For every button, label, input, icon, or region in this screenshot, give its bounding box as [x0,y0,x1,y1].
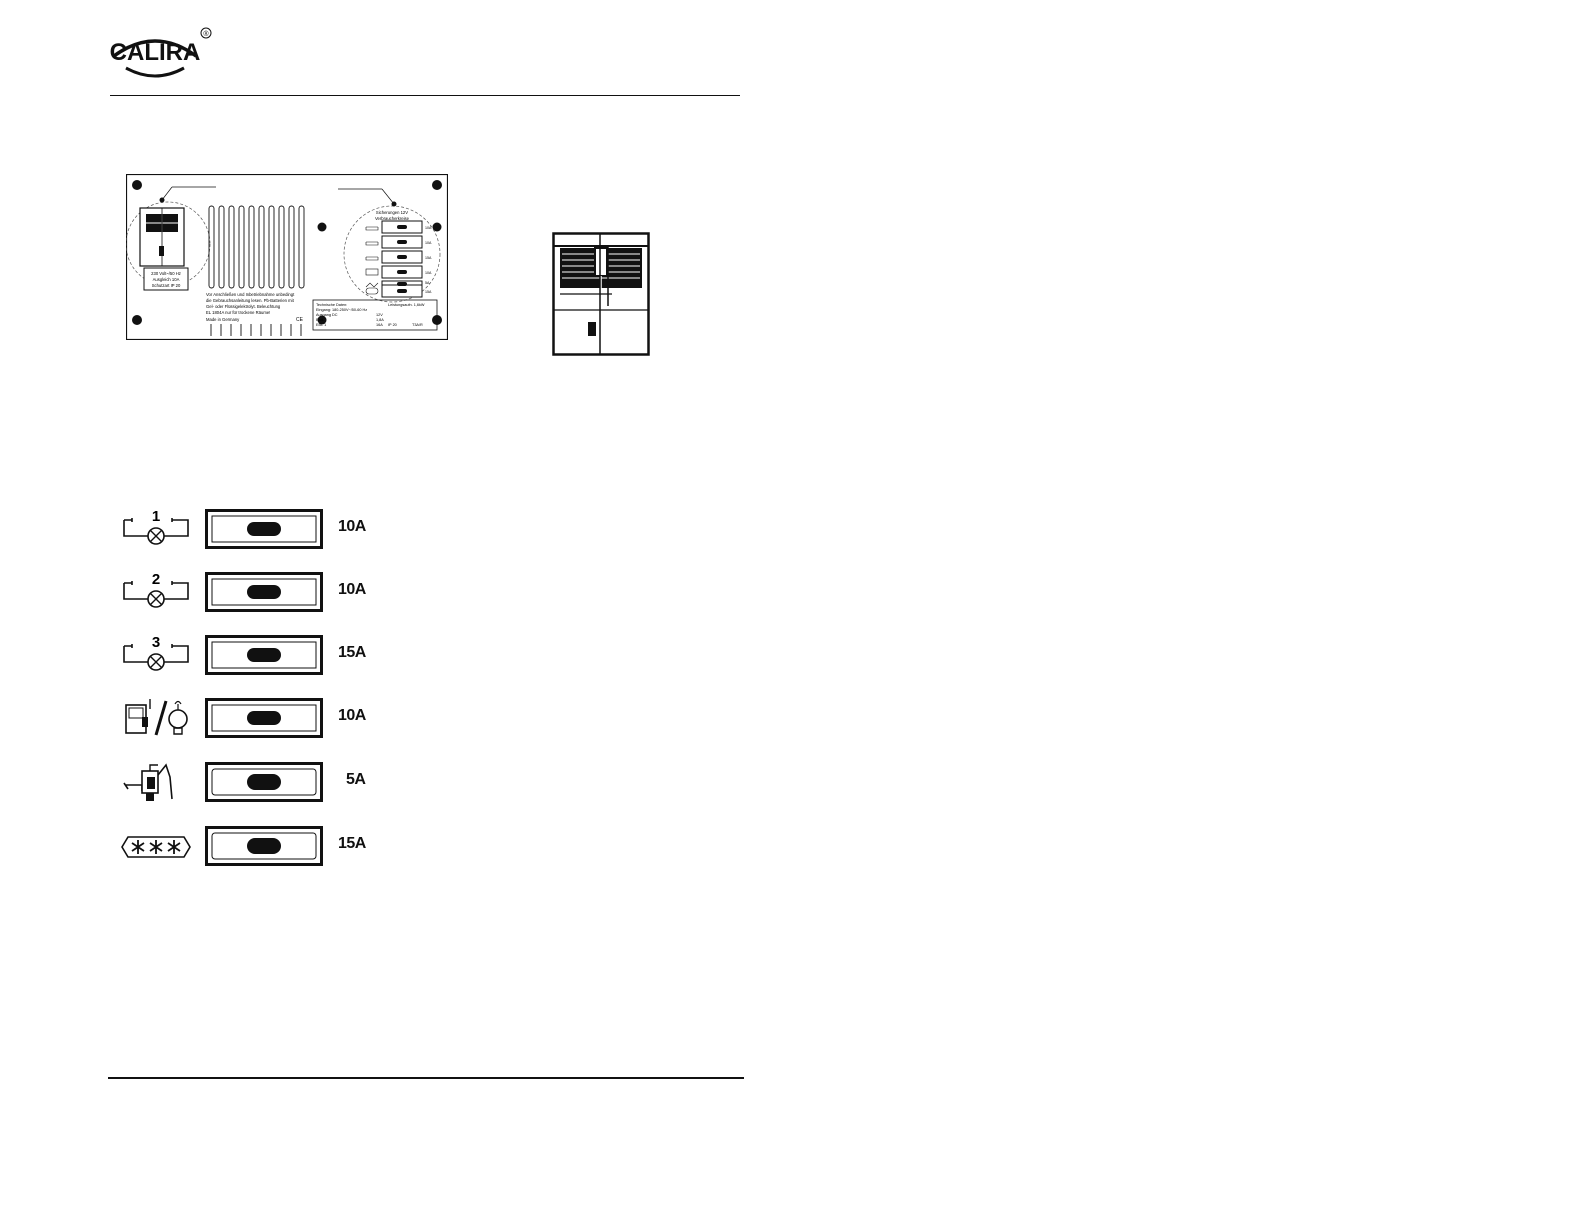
fuse-row-refrigerator: 15A [120,823,380,869]
circuit-breaker-detail [552,232,650,356]
panel-fuse-rating: 15A [425,290,432,294]
circuit-number: 1 [152,508,160,525]
footer-rule [108,1077,744,1079]
fuse-holder[interactable] [205,762,323,802]
calira-logo: CALIRA ® [108,24,218,80]
fuse-rating: 10A [338,518,366,535]
tech-row: Eingang: 180-250V~/50-60 Hz [316,308,367,312]
screw-icon [317,315,327,325]
screw-icon [317,222,327,232]
screw-icon [132,315,142,325]
tech-code: T3A/R [412,323,423,327]
fuse-header-line: Verbraucherkreise [375,216,410,221]
notice-line: die Gebrauchsanleitung lesen. Pb-Batteri… [206,298,295,303]
refrigerator-icon [120,823,192,869]
tech-row: Batt. [316,318,324,322]
tech-value: 1,8A [376,318,384,322]
fuse-rating: 15A [338,835,366,852]
tech-value: 16A [376,323,383,327]
screw-icon [432,222,442,232]
logo-wordmark: CALIRA [110,39,201,66]
fuse-holder[interactable] [205,572,323,612]
made-in: Made in Germany [206,317,240,322]
fuse-header-line: Sicherungen 12V [376,210,408,215]
circuit-number: 2 [152,571,160,588]
notice-line: EL 1804A nur für trockene Räume! [206,310,270,315]
panel-fuse-rating: 10A [425,241,432,245]
fuse-rating: 5A [346,771,366,788]
breaker-label-line: 230 Volt~/50 Hz [151,271,181,276]
tech-value: 12V [376,313,383,317]
notice-line: Vor Anschließen und Inbetriebnahme unbed… [206,292,295,297]
ce-mark: CE [296,317,304,323]
panel-fuse-rating: 10A [425,271,432,275]
tech-row: Ausgang DC [316,313,338,317]
fuse-rating: 15A [338,644,366,661]
fridge-lamp-icon [120,695,192,741]
fuse-row-water-pump: 5A [120,759,380,805]
breaker-label-line: Ausgleich 10A [153,277,180,282]
lamp-circuit-1-icon: 1 [120,506,192,552]
charger-front-panel: 230 Volt~/50 Hz Ausgleich 10A Schutzart … [125,173,449,341]
fuse-row-lamp-circuit-2: 2 10A [120,569,380,615]
fuse-rating: 10A [338,707,366,724]
notice-line: Gel- oder Flüssigelektrolyt. Beleuchtung [206,304,281,309]
fuse-row-fridge-lamp: 10A [120,695,380,741]
breaker-label-line: Schutzart IP 20 [152,283,181,288]
fuse-holder[interactable] [205,635,323,675]
fuse-holder[interactable] [205,698,323,738]
tech-ip-rating: IP 20 [388,323,397,327]
panel-fuse-rating: 5A [425,281,430,285]
fuse-row-lamp-circuit-3: 3 15A [120,632,380,678]
tech-right-heading: Leistungsaufn. 1,6kW [388,303,425,307]
water-pump-icon [120,759,192,805]
panel-fuse-rating: 15A [425,256,432,260]
fuse-rating: 10A [338,581,366,598]
header-rule [110,95,740,96]
fuse-holder[interactable] [205,826,323,866]
ventilation-slots [208,205,305,336]
fuse-row-lamp-circuit-1: 1 10A [120,506,380,552]
screw-icon [132,180,142,190]
panel-fuse-rating: 10A [425,226,432,230]
lamp-circuit-2-icon: 2 [120,569,192,615]
registered-mark: ® [203,30,209,38]
fuse-holder[interactable] [205,509,323,549]
circuit-number: 3 [152,634,160,651]
tech-row: EBL 1 [316,323,326,327]
tech-heading: Technische Daten: [316,303,347,307]
lamp-circuit-3-icon: 3 [120,632,192,678]
screw-icon [432,180,442,190]
